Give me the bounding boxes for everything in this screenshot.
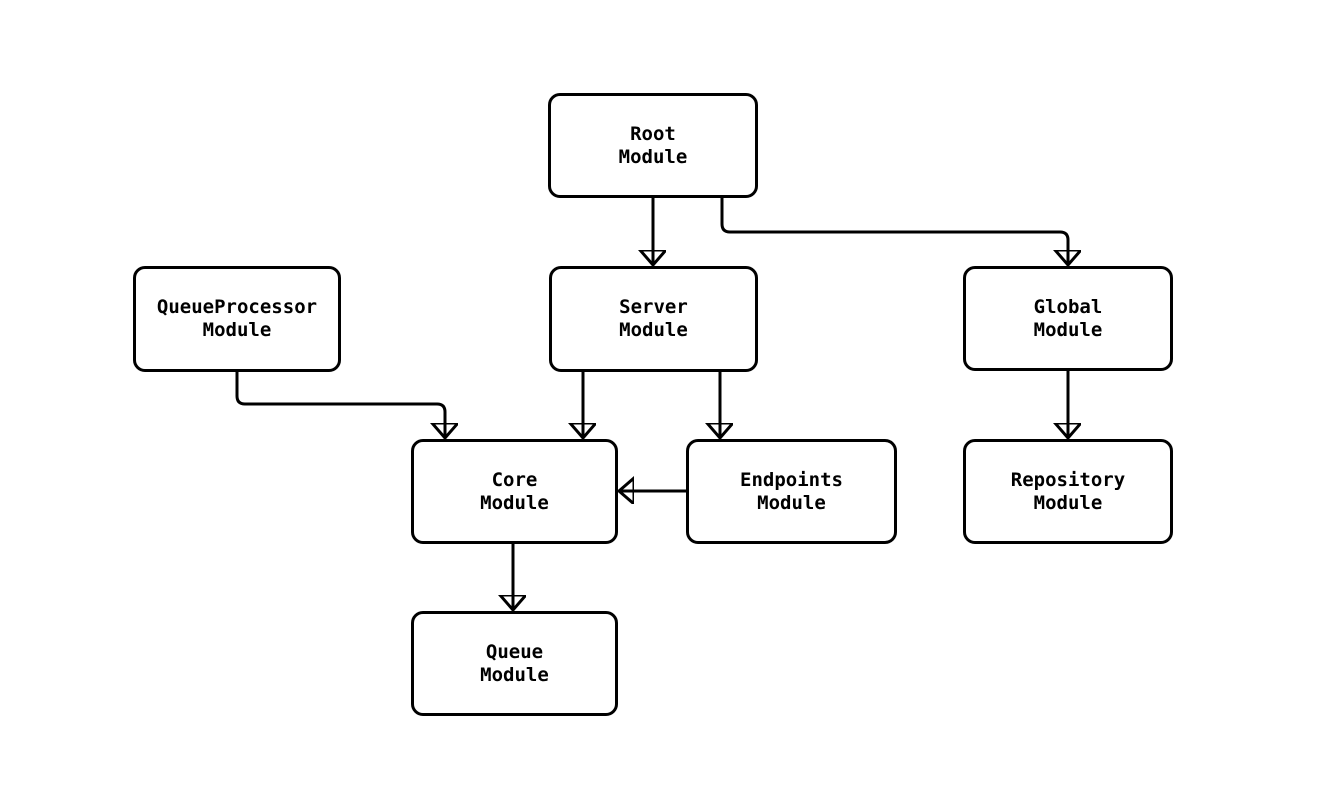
node-label-line2: Module bbox=[480, 491, 549, 514]
node-queue-module: Queue Module bbox=[411, 611, 618, 716]
node-root-module: Root Module bbox=[548, 93, 758, 198]
node-label-line2: Module bbox=[618, 145, 688, 168]
node-label-line1: Global bbox=[1033, 295, 1103, 318]
node-label-line2: Module bbox=[757, 491, 826, 514]
node-label-line2: Module bbox=[202, 319, 272, 341]
node-global-module: Global Module bbox=[963, 266, 1173, 371]
node-label-line2: Module bbox=[480, 663, 549, 686]
node-label-line2: Module bbox=[1033, 318, 1103, 341]
node-label-line1: Server bbox=[619, 296, 688, 318]
node-queueprocessor-module: QueueProcessor Module bbox=[133, 266, 341, 372]
node-label-line1: QueueProcessor bbox=[156, 296, 318, 318]
node-core-module: Core Module bbox=[411, 439, 618, 544]
node-label-line2: Module bbox=[619, 319, 688, 341]
edge-root-to-global bbox=[720, 198, 1068, 264]
node-label-line1: Repository bbox=[1010, 468, 1126, 491]
node-server-module: Server Module bbox=[549, 266, 758, 372]
node-label-line2: Module bbox=[1033, 491, 1103, 514]
node-label-line1: Root bbox=[630, 122, 676, 145]
node-label-line1: Queue bbox=[485, 640, 544, 663]
node-endpoints-module: Endpoints Module bbox=[686, 439, 897, 544]
node-label-line1: Core bbox=[491, 468, 538, 491]
node-repository-module: Repository Module bbox=[963, 439, 1173, 544]
edge-queueprocessor-to-core bbox=[235, 372, 445, 437]
node-label-line1: Endpoints bbox=[740, 468, 843, 491]
